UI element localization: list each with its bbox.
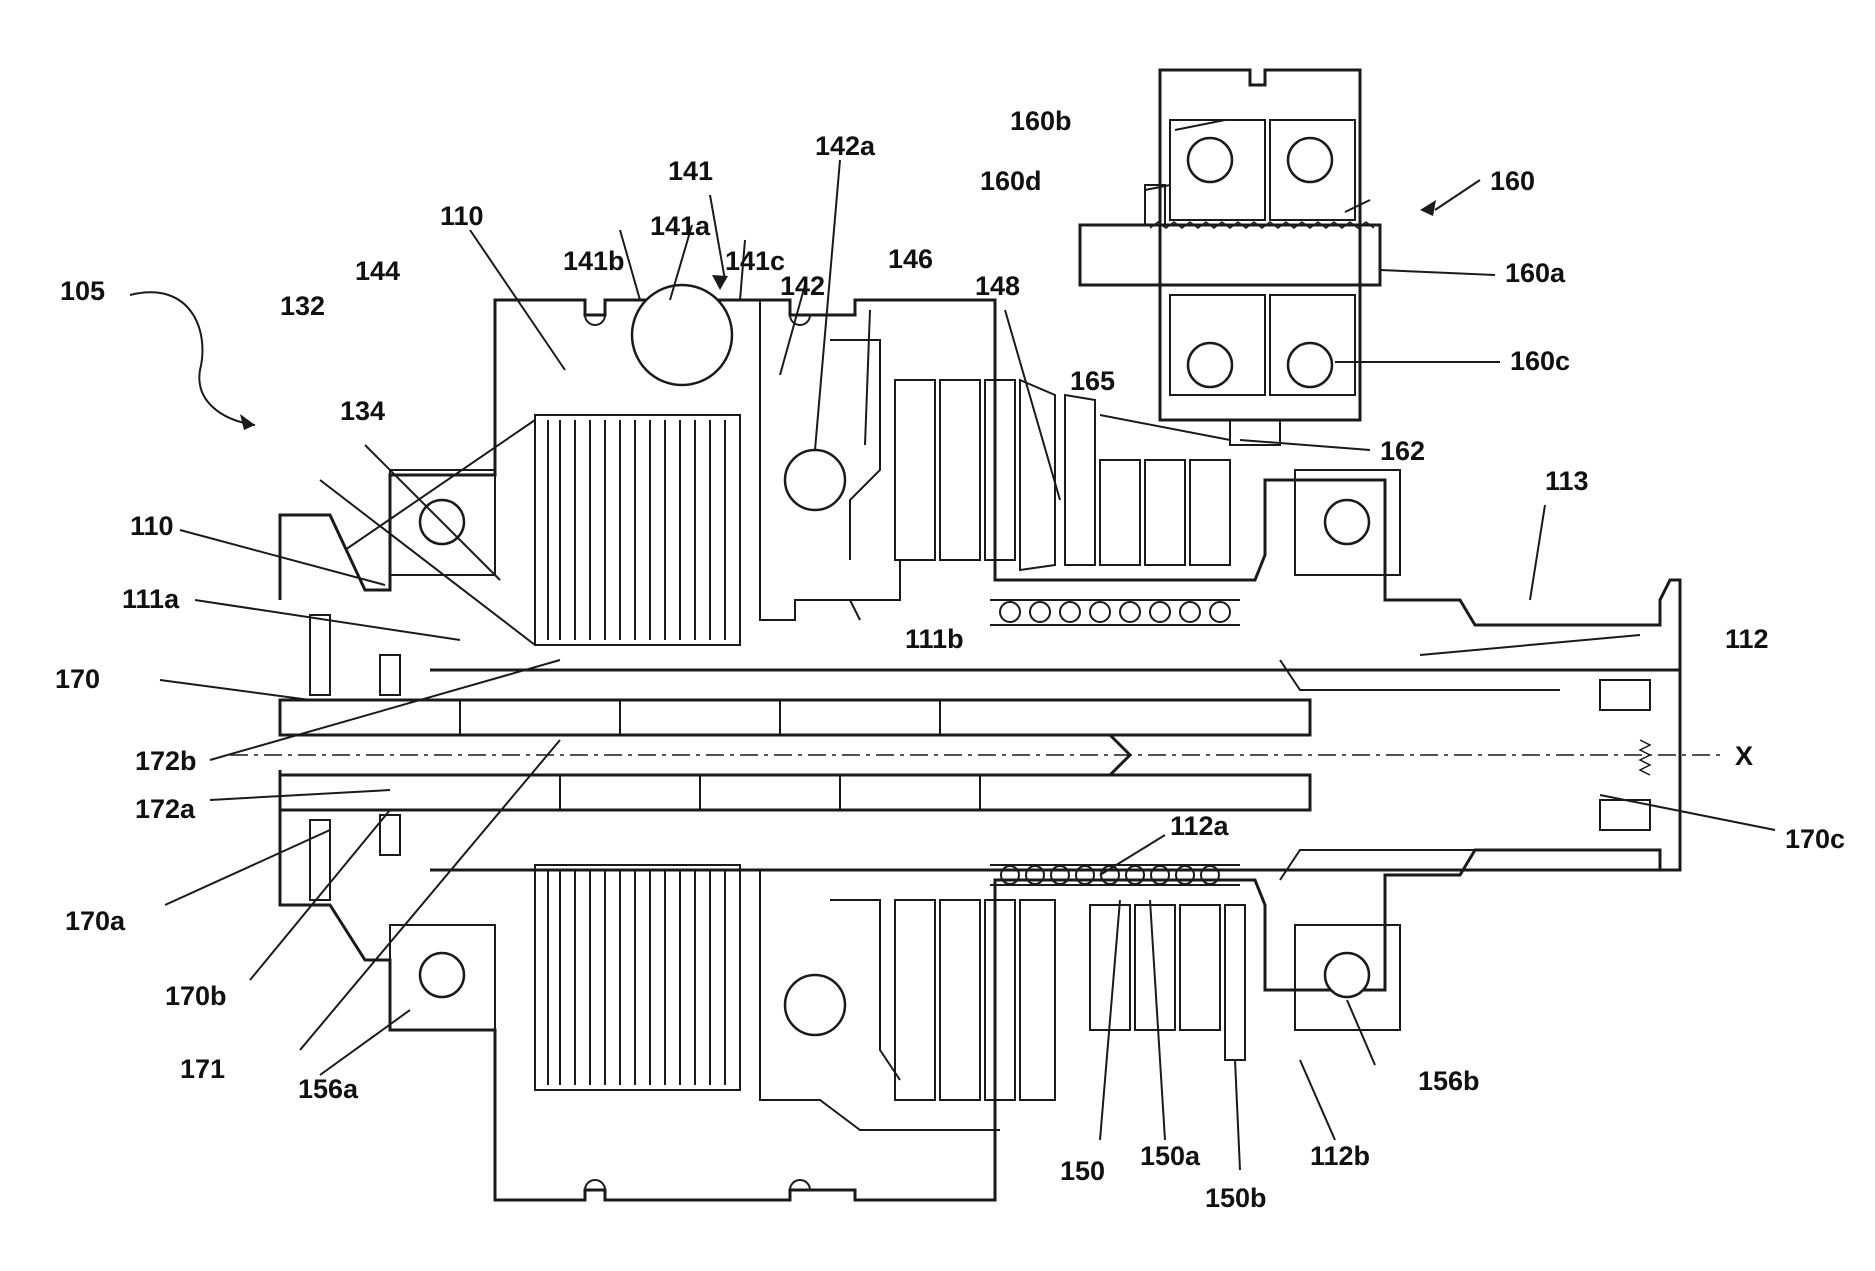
label-142a: 142a [815, 131, 876, 161]
label-134: 134 [340, 396, 385, 426]
label-160d: 160d [980, 166, 1042, 196]
label-110-left: 110 [130, 511, 174, 541]
label-165: 165 [1070, 366, 1115, 396]
clutch-pack-upper [535, 415, 740, 645]
ball-142a-upper [785, 450, 845, 510]
label-160b: 160b [1010, 106, 1072, 136]
label-112: 112 [1725, 624, 1769, 654]
actuator-160 [1080, 70, 1380, 445]
label-112a: 112a [1170, 811, 1230, 841]
label-148: 148 [975, 271, 1020, 301]
label-170c: 170c [1785, 824, 1845, 854]
axis-label-x: X [1735, 741, 1753, 771]
label-172b: 172b [135, 746, 197, 776]
label-132: 132 [280, 291, 325, 321]
label-171: 171 [180, 1054, 225, 1084]
label-156b: 156b [1418, 1066, 1480, 1096]
shaft-112 [430, 660, 1680, 880]
label-160c: 160c [1510, 346, 1570, 376]
ball-141a [632, 285, 732, 385]
labels: 105 110 110 111a 111b 112 112a 112b 113 … [55, 106, 1845, 1213]
cap-170 [310, 615, 400, 900]
label-150b: 150b [1205, 1183, 1267, 1213]
coil-spring-upper [990, 600, 1240, 625]
label-170: 170 [55, 664, 100, 694]
ball-lower [785, 975, 845, 1035]
coil-spring-lower [895, 865, 1245, 1100]
label-110-top: 110 [440, 201, 484, 231]
label-141b: 141b [563, 246, 625, 276]
label-150: 150 [1060, 1156, 1105, 1186]
label-170a: 170a [65, 906, 126, 936]
label-150a: 150a [1140, 1141, 1201, 1171]
label-156a: 156a [298, 1074, 359, 1104]
label-146: 146 [888, 244, 933, 274]
label-160: 160 [1490, 166, 1535, 196]
label-113: 113 [1545, 466, 1589, 496]
label-142: 142 [780, 271, 825, 301]
label-111b: 111b [905, 624, 964, 654]
clutch-pack-lower [535, 865, 740, 1090]
label-141: 141 [668, 156, 713, 186]
label-144: 144 [355, 256, 400, 286]
spring-stack-148 [895, 380, 1230, 570]
label-105: 105 [60, 276, 105, 306]
label-141c: 141c [725, 246, 785, 276]
label-112b: 112b [1310, 1141, 1370, 1171]
label-172a: 172a [135, 794, 196, 824]
label-141a: 141a [650, 211, 711, 241]
label-170b: 170b [165, 981, 227, 1011]
label-162: 162 [1380, 436, 1425, 466]
label-111a: 111a [122, 584, 180, 614]
label-160a: 160a [1505, 258, 1566, 288]
